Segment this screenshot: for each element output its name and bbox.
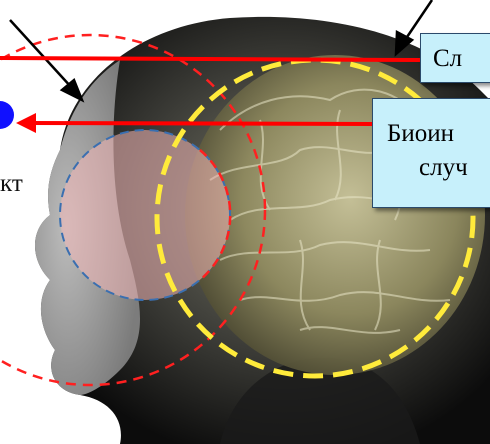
left-side-text: кт [0, 170, 23, 198]
mid-callout-text-line2: случ [387, 151, 490, 185]
top-callout-text: Сл [433, 45, 462, 72]
blue-dot [0, 101, 14, 129]
mid-callout-box: Биоин случ [372, 98, 490, 208]
mid-callout-text-line1: Биоин [387, 120, 454, 147]
top-callout-box: Сл [420, 33, 490, 83]
